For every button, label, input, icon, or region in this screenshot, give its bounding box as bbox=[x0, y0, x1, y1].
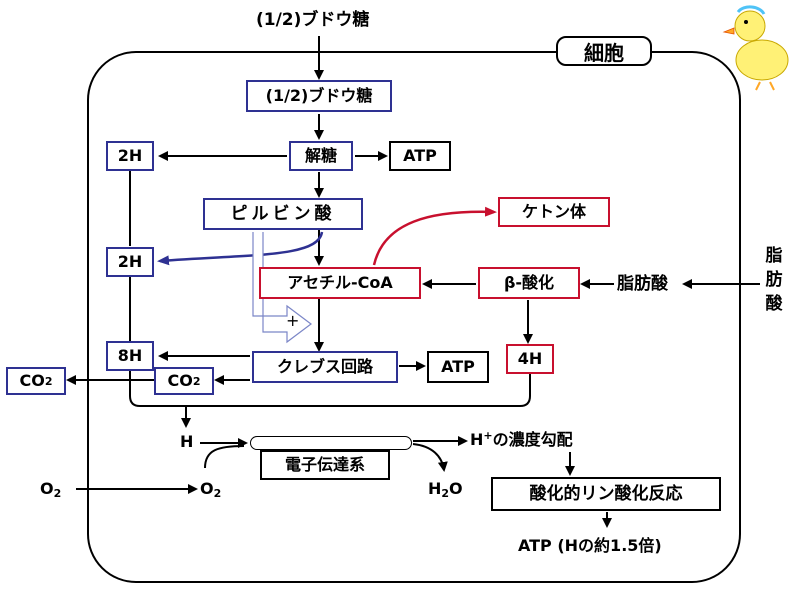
glucose-inside-box: (1/2)ブドウ糖 bbox=[246, 80, 392, 112]
arrow-pyruvate-2h bbox=[157, 231, 324, 266]
h8-box: 8H bbox=[106, 341, 154, 371]
atp-krebs-box: ATP bbox=[427, 351, 489, 383]
o2-inner-label: O2 bbox=[200, 479, 222, 500]
arrow-acetyl-ketone bbox=[372, 206, 497, 266]
fatty-acid-inner: 脂肪酸 bbox=[617, 274, 668, 294]
arrow-h-etc-curve bbox=[204, 445, 245, 469]
duck-illustration bbox=[722, 5, 789, 91]
h2-top-box: 2H bbox=[106, 141, 154, 171]
atp-final-label: ATP (Hの約1.5倍) bbox=[518, 536, 662, 555]
fatty-acid-outer: 脂肪酸 bbox=[765, 246, 783, 314]
membrane-tube bbox=[250, 436, 412, 450]
ketone-box: ケトン体 bbox=[498, 197, 610, 227]
h-gradient-label: H+の濃度勾配 bbox=[470, 429, 573, 449]
h4-box: 4H bbox=[506, 344, 554, 374]
oxphos-box: 酸化的リン酸化反応 bbox=[491, 477, 721, 511]
glycolysis-box: 解糖 bbox=[289, 141, 353, 171]
cell-label: 細胞 bbox=[556, 36, 652, 66]
plus-sign: + bbox=[286, 311, 300, 330]
etc-box: 電子伝達系 bbox=[260, 450, 390, 480]
arrow-etc-h2o bbox=[412, 443, 448, 472]
pyruvate-box: ピルビン酸 bbox=[203, 198, 363, 230]
h2-mid-box: 2H bbox=[106, 247, 154, 277]
h-collector-bottom bbox=[129, 370, 531, 407]
acetyl-coa-box: アセチル-CoA bbox=[259, 267, 421, 299]
beta-oxidation-box: β-酸化 bbox=[478, 267, 580, 299]
h-label: H bbox=[180, 432, 194, 451]
krebs-box: クレブス回路 bbox=[252, 351, 398, 383]
atp-glycolysis-box: ATP bbox=[389, 141, 451, 171]
white-arrow-pyruvate bbox=[252, 232, 312, 344]
h2o-label: H2O bbox=[428, 479, 463, 500]
glucose-outside: (1/2)ブドウ糖 bbox=[256, 10, 370, 30]
cell-membrane bbox=[87, 51, 741, 583]
o2-outer-label: O2 bbox=[40, 479, 62, 500]
